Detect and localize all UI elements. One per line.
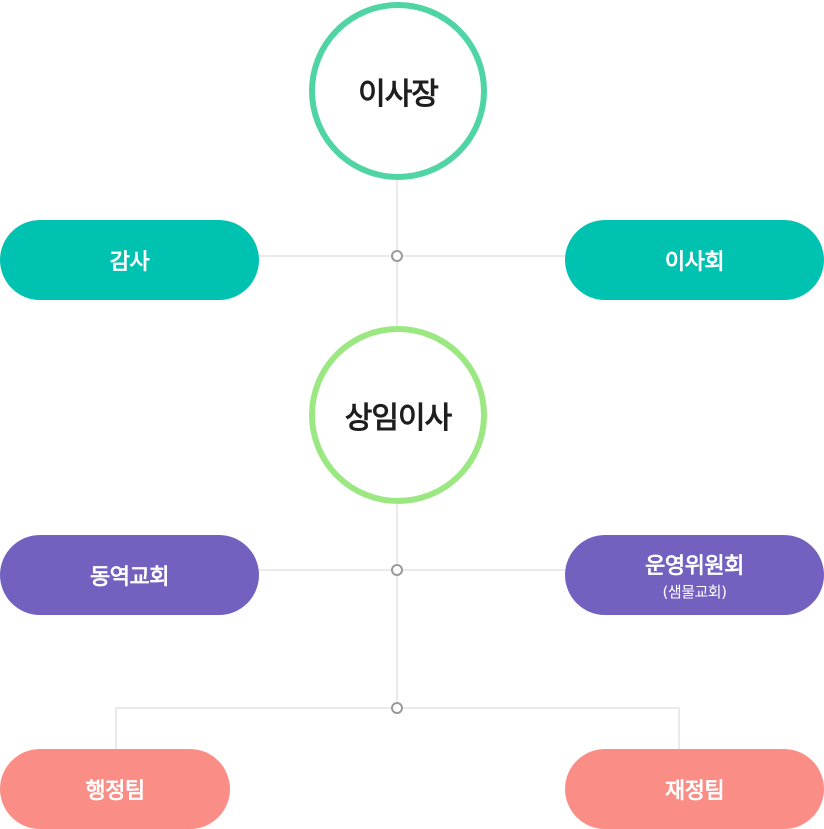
auditor-node: 감사 bbox=[0, 220, 259, 300]
chairman-node: 이사장 bbox=[309, 2, 487, 180]
east-church-label: 동역교회 bbox=[90, 565, 169, 590]
chairman-label: 이사장 bbox=[358, 77, 439, 112]
junction-dot bbox=[391, 250, 403, 262]
finance-team-node: 재정팀 bbox=[565, 749, 824, 829]
admin-team-node: 행정팀 bbox=[0, 749, 230, 829]
auditor-label: 감사 bbox=[109, 250, 150, 275]
executive-director-label: 상임이사 bbox=[344, 401, 452, 436]
board-node: 이사회 bbox=[565, 220, 824, 300]
operating-committee-label: 운영위원회 bbox=[645, 554, 744, 579]
operating-committee-node: 운영위원회 (샘물교회) bbox=[565, 535, 824, 615]
board-label: 이사회 bbox=[664, 250, 725, 275]
junction-dot bbox=[391, 564, 403, 576]
junction-dot bbox=[391, 702, 403, 714]
executive-director-node: 상임이사 bbox=[309, 326, 487, 504]
east-church-node: 동역교회 bbox=[0, 535, 259, 615]
admin-team-label: 행정팀 bbox=[85, 779, 145, 804]
branch-line-teams bbox=[115, 707, 680, 749]
operating-committee-sublabel: (샘물교회) bbox=[662, 583, 727, 601]
finance-team-label: 재정팀 bbox=[664, 779, 725, 804]
